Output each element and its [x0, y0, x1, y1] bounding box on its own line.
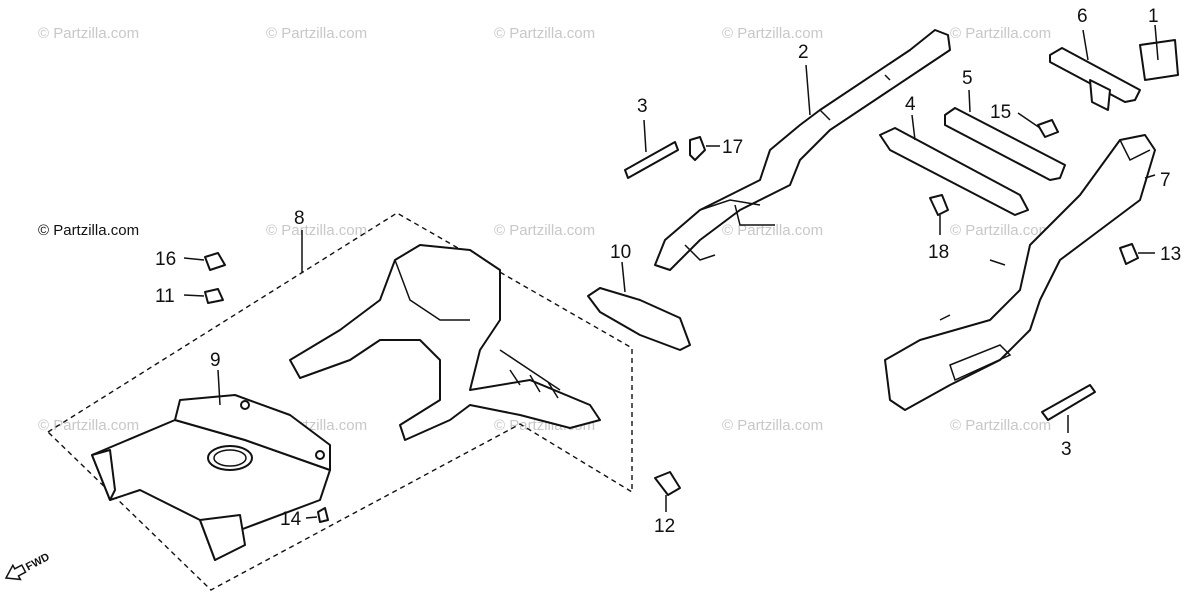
part-3-strip: [624, 141, 679, 179]
part-3-strip: [1041, 384, 1096, 421]
part-15-nut: [1037, 119, 1059, 138]
part-7-right-rail: [884, 134, 1156, 411]
callout-1: 1: [1148, 6, 1159, 27]
part-17-bolt: [689, 136, 706, 161]
callout-7: 7: [1160, 170, 1171, 191]
callouts: 1 2 3 4 5 6 7 8 9 10 11 12 13 14 15 16 1…: [155, 6, 1181, 537]
watermark: © Partzilla.com: [722, 25, 823, 42]
callout-15: 15: [990, 102, 1011, 123]
callout-14: 14: [280, 509, 302, 530]
callout-3: 3: [637, 96, 648, 117]
watermark: © Partzilla.com: [38, 222, 139, 239]
fwd-label: FWD: [24, 551, 52, 573]
part-6-bracket: [1049, 47, 1141, 103]
watermark: © Partzilla.com: [950, 222, 1051, 239]
part-12-bolt: [654, 471, 681, 496]
part-16-nut: [204, 252, 226, 271]
part-10-plate: [587, 287, 691, 351]
watermark: © Partzilla.com: [266, 25, 367, 42]
watermark: © Partzilla.com: [494, 222, 595, 239]
callout-12: 12: [654, 516, 675, 537]
callout-2: 2: [798, 42, 809, 63]
callout-16: 16: [155, 249, 176, 270]
part-9-cover: [91, 394, 331, 561]
watermark: © Partzilla.com: [950, 25, 1051, 42]
callout-3-lower: 3: [1061, 439, 1072, 460]
watermarks: © Partzilla.com © Partzilla.com © Partzi…: [38, 25, 1051, 434]
fwd-indicator: FWD: [4, 551, 52, 581]
callout-10: 10: [610, 242, 631, 263]
part-8-rear-cover: [289, 244, 601, 441]
watermark: © Partzilla.com: [266, 222, 367, 239]
callout-5: 5: [962, 68, 973, 89]
part-5-bracket: [944, 107, 1066, 181]
part-4-bracket: [879, 127, 1029, 216]
watermark: © Partzilla.com: [38, 25, 139, 42]
part-18-bolt: [929, 194, 949, 216]
callout-9: 9: [210, 350, 221, 371]
callout-8: 8: [294, 208, 305, 229]
part-6-tab: [1089, 79, 1111, 111]
watermark: © Partzilla.com: [722, 222, 823, 239]
callout-4: 4: [905, 94, 916, 115]
callout-13: 13: [1160, 244, 1181, 265]
part-2-left-rail: [654, 29, 951, 271]
part-13-bolt: [1119, 243, 1139, 265]
callout-17: 17: [722, 137, 743, 158]
watermark: © Partzilla.com: [38, 417, 139, 434]
callout-18: 18: [928, 242, 949, 263]
callout-11: 11: [155, 286, 175, 307]
part-14-bolt: [317, 507, 329, 523]
part-1-plate: [1139, 39, 1179, 81]
callout-6: 6: [1077, 6, 1088, 27]
assembly-outline: [46, 212, 633, 591]
fasteners: [204, 119, 1139, 523]
watermark: © Partzilla.com: [494, 25, 595, 42]
fwd-arrow-icon: [4, 563, 27, 581]
watermark: © Partzilla.com: [722, 417, 823, 434]
leader-lines: [183, 24, 1159, 519]
watermark: © Partzilla.com: [950, 417, 1051, 434]
part-11-nut: [204, 288, 224, 304]
